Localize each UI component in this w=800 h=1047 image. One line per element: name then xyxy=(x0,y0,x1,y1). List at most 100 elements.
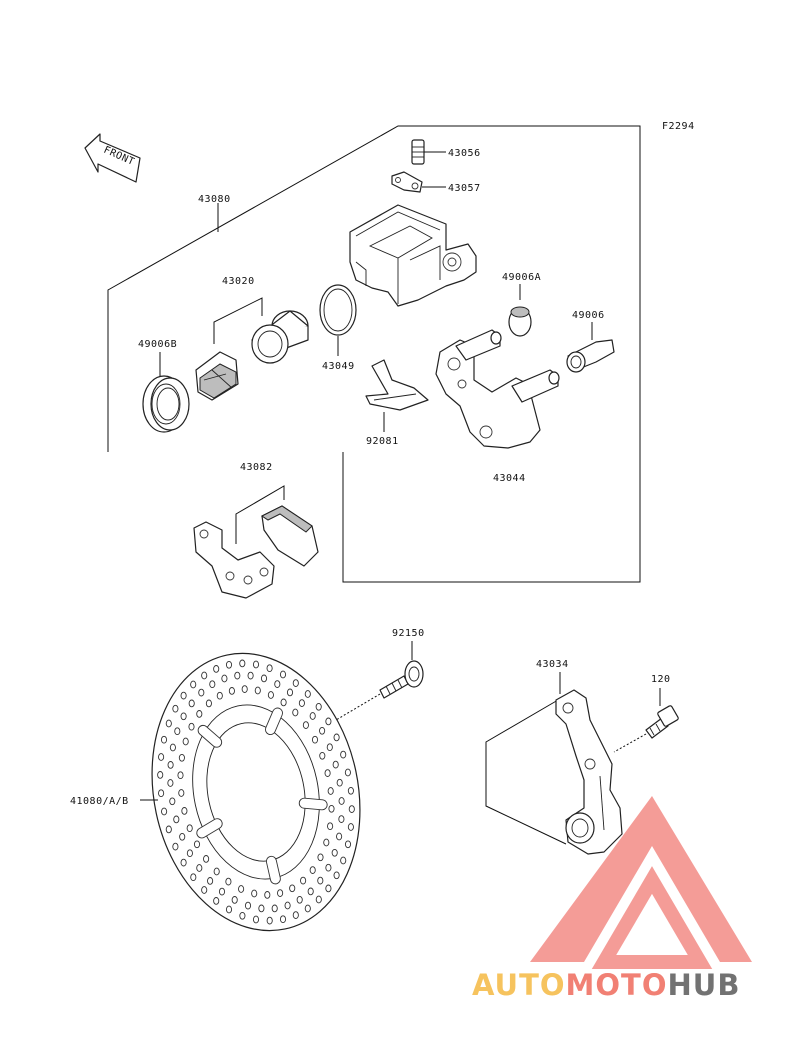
disc-vent-hole xyxy=(174,727,181,736)
disc-vent-hole xyxy=(292,911,299,919)
caliper-bracket xyxy=(435,329,560,449)
disc-vent-hole xyxy=(182,737,189,746)
disc-vent-hole xyxy=(188,722,195,731)
disc-vent-hole xyxy=(279,670,287,679)
disc-vent-hole xyxy=(317,853,324,862)
label-43020: 43020 xyxy=(222,276,255,287)
disc-vent-hole xyxy=(328,804,335,813)
label-43080: 43080 xyxy=(198,194,231,205)
disc-vent-hole xyxy=(196,864,203,872)
piston-seal-inner xyxy=(195,351,239,401)
disc-vent-hole xyxy=(188,699,195,708)
disc-vent-hole xyxy=(161,807,168,816)
disc-vent-hole xyxy=(228,687,235,695)
disc-vent-hole xyxy=(292,708,299,717)
label-43049: 43049 xyxy=(322,361,355,372)
disc-vent-hole xyxy=(286,688,294,697)
disc-vent-hole xyxy=(325,884,332,893)
disc-vent-hole xyxy=(309,712,316,720)
disc-vent-hole xyxy=(311,735,319,744)
disc-vent-hole xyxy=(258,904,265,913)
pin-boot-a xyxy=(508,284,532,337)
disc-vent-hole xyxy=(266,916,273,925)
label-43034: 43034 xyxy=(536,659,569,670)
disc-vent-hole xyxy=(274,680,281,688)
label-120: 120 xyxy=(651,674,671,685)
disc-vent-hole xyxy=(252,915,260,924)
disc-vent-hole xyxy=(178,753,185,762)
disc-vent-hole xyxy=(201,886,208,894)
disc-vent-hole xyxy=(344,768,351,777)
disc-vent-hole xyxy=(333,733,340,742)
disc-vent-hole xyxy=(180,691,187,700)
disc-vent-hole xyxy=(172,704,179,713)
disc-vent-hole xyxy=(327,822,334,831)
disc-vent-hole xyxy=(327,787,334,795)
disc-vent-hole xyxy=(304,690,311,698)
disc-vent-hole xyxy=(296,895,303,904)
pad-spring xyxy=(365,359,429,432)
disc-vent-hole xyxy=(218,887,226,896)
label-49006A: 49006A xyxy=(502,272,541,283)
disc-vent-hole xyxy=(279,915,287,924)
label-92150: 92150 xyxy=(392,628,425,639)
disc-vent-hole xyxy=(213,665,220,673)
piston-o-ring xyxy=(319,284,357,336)
disc-vent-hole xyxy=(347,823,354,831)
disc-vent-hole xyxy=(300,876,307,885)
disc-vent-hole xyxy=(178,789,185,797)
disc-vent-hole xyxy=(180,712,187,721)
disc-vent-hole xyxy=(289,884,296,893)
disc-vent-hole xyxy=(196,710,203,718)
disc-vent-hole xyxy=(238,885,245,893)
disc-vent-hole xyxy=(325,717,332,726)
disc-vent-hole xyxy=(177,771,184,780)
disc-slot xyxy=(197,724,223,748)
disc-vent-hole xyxy=(221,674,228,683)
disc-vent-hole xyxy=(260,674,268,683)
disc-vent-hole xyxy=(325,863,332,872)
diagram-code: F2294 xyxy=(662,121,695,132)
disc-vent-hole xyxy=(319,751,326,760)
disc-vent-hole xyxy=(317,876,324,885)
watermark-triangle-icon xyxy=(530,796,752,962)
brake-pad-shim xyxy=(193,521,275,599)
bleeder-valve xyxy=(411,139,446,165)
disc-vent-hole xyxy=(338,815,345,823)
leader-43082 xyxy=(235,485,285,544)
disc-vent-hole xyxy=(186,849,193,858)
disc-vent-hole xyxy=(266,664,273,673)
disc-vent-hole xyxy=(292,679,299,687)
disc-vent-hole xyxy=(179,832,186,841)
label-43057: 43057 xyxy=(448,183,481,194)
disc-vent-hole xyxy=(239,659,246,668)
disc-vent-hole xyxy=(231,896,238,904)
disc-vent-hole xyxy=(190,680,197,689)
caliper-guard-bracket xyxy=(555,689,623,855)
disc-vent-hole xyxy=(331,848,338,857)
disc-vent-hole xyxy=(169,797,176,806)
disc-vent-hole xyxy=(234,671,241,680)
disc-vent-hole xyxy=(225,905,233,914)
disc-vent-hole xyxy=(251,889,258,898)
disc-vent-hole xyxy=(271,904,278,913)
disc-vent-hole xyxy=(267,691,274,699)
dust-seal xyxy=(142,375,190,433)
disc-vent-hole xyxy=(216,691,223,700)
disc-vent-hole xyxy=(277,889,284,897)
disc-vent-hole xyxy=(169,743,176,752)
disc-vent-hole xyxy=(338,797,345,805)
brake-disc xyxy=(151,652,361,932)
watermark-text: AUTOMOTOHUB xyxy=(472,968,740,1002)
bolt-axis xyxy=(335,693,381,721)
watermark-logo: AUTOMOTOHUB xyxy=(472,796,752,1002)
disc-vent-hole xyxy=(172,842,179,851)
disc-vent-hole xyxy=(198,688,205,697)
disc-vent-hole xyxy=(180,858,187,867)
disc-vent-hole xyxy=(304,904,311,913)
disc-vent-hole xyxy=(213,867,220,876)
disc-vent-hole xyxy=(344,840,352,849)
guard-bolt-axis xyxy=(613,733,647,753)
guard-outline xyxy=(485,699,567,845)
disc-vent-hole xyxy=(205,699,212,708)
